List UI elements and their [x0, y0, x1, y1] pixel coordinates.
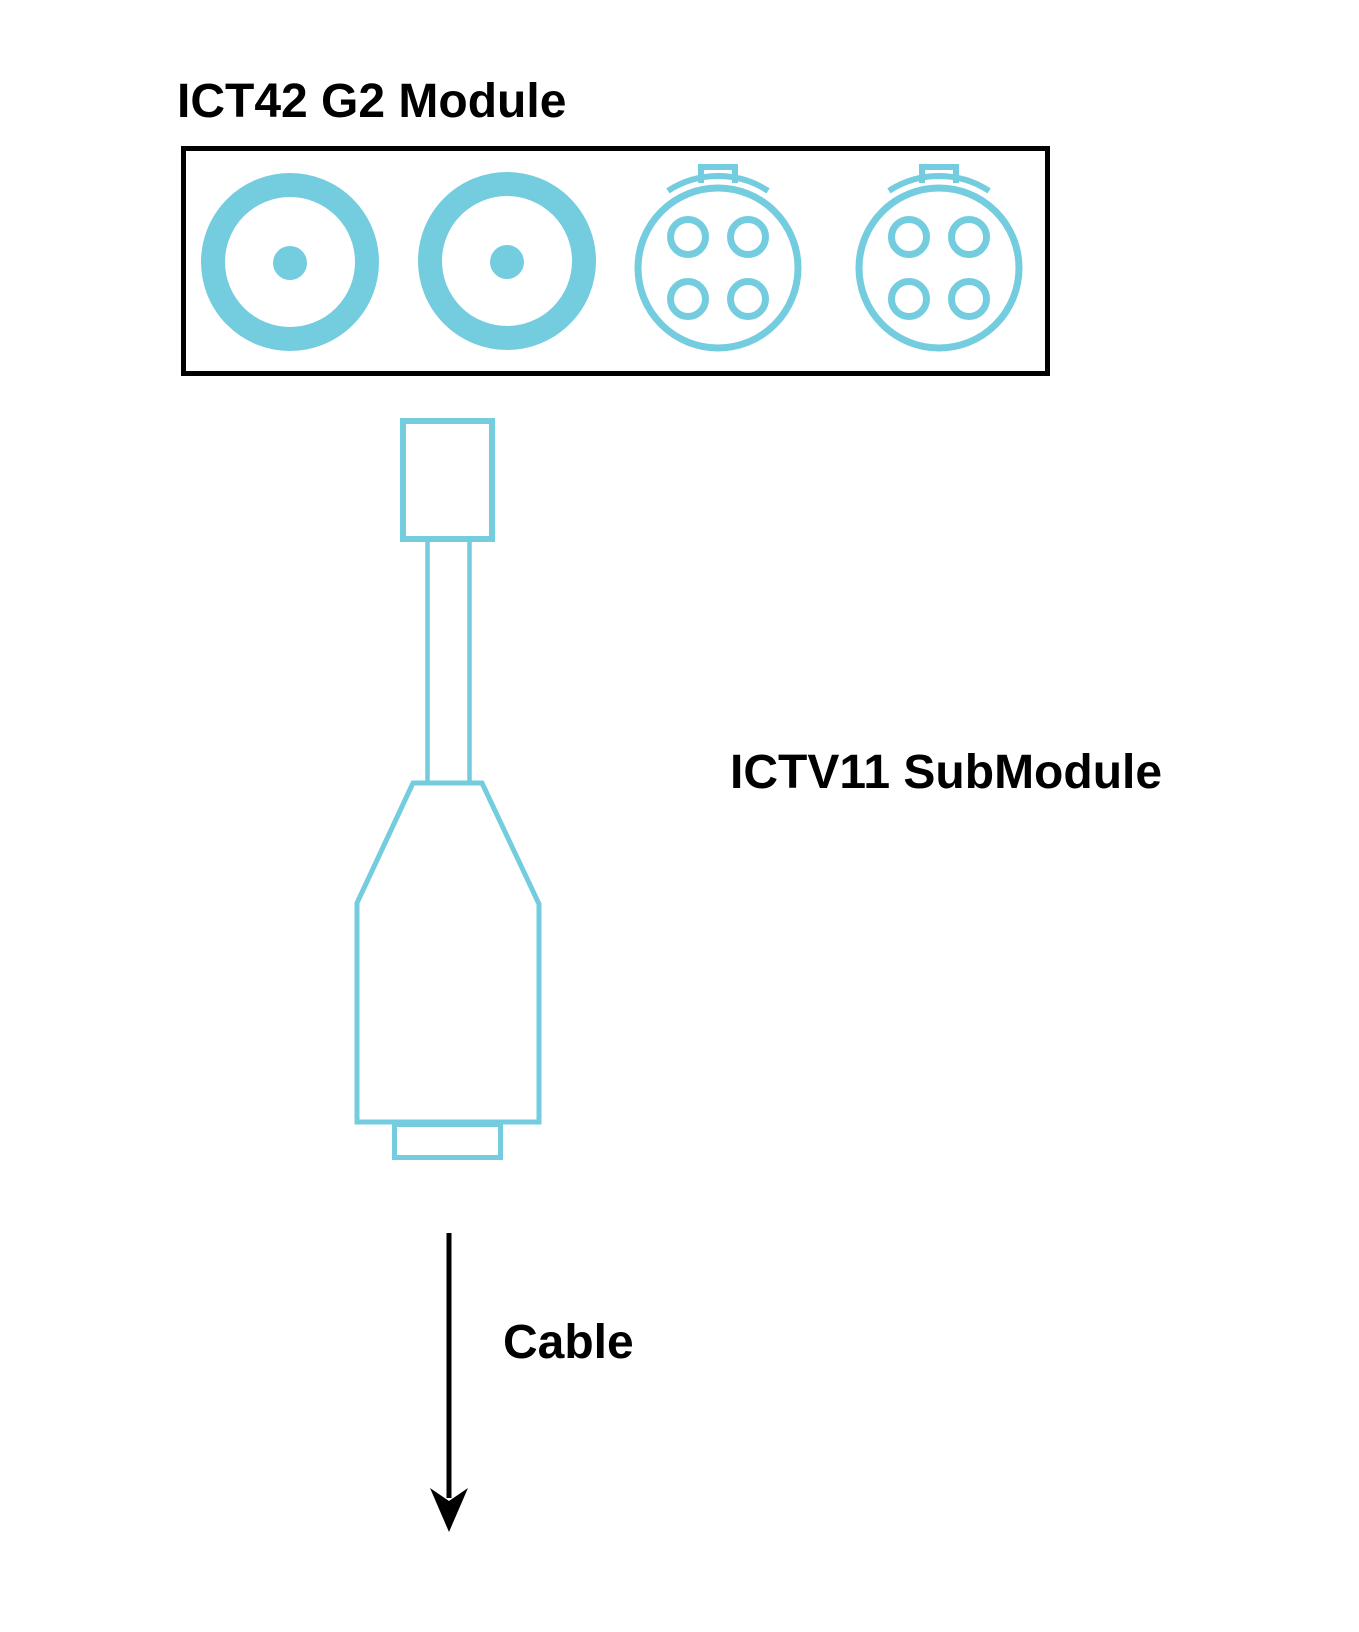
submodule-connector-icon: [354, 418, 542, 1160]
front-panel-connectors: [201, 164, 1023, 352]
submodule-label: ICTV11 SubModule: [730, 746, 1163, 799]
module-title-label: ICT42 G2 Module: [177, 75, 567, 128]
four-pin-socket-icon: [855, 164, 1023, 352]
coax-socket-icon: [201, 173, 379, 351]
cable-arrow-icon: [430, 1233, 468, 1532]
four-pin-socket-icon: [634, 164, 802, 352]
module-front-panel: [181, 146, 1050, 376]
cable-label: Cable: [503, 1316, 634, 1369]
coax-socket-icon: [418, 172, 596, 350]
